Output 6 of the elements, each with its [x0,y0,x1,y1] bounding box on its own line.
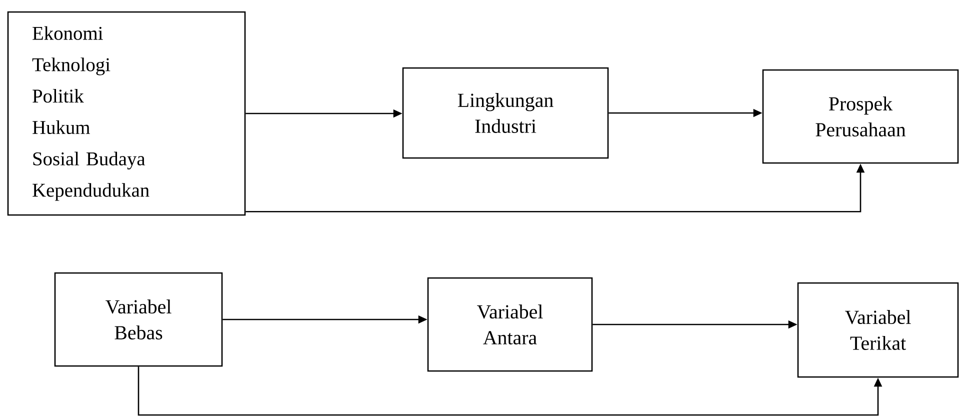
process-box: Variabel Bebas [54,272,223,367]
process-box: Variabel Terikat [797,282,959,378]
process-box: Ekonomi Teknologi Politik Hukum Sosial Budaya Kependudukan [7,11,246,216]
process-box: Variabel Antara [427,277,593,372]
process-box: Lingkungan Industri [402,67,609,159]
process-box: Prospek Perusahaan [762,69,959,164]
